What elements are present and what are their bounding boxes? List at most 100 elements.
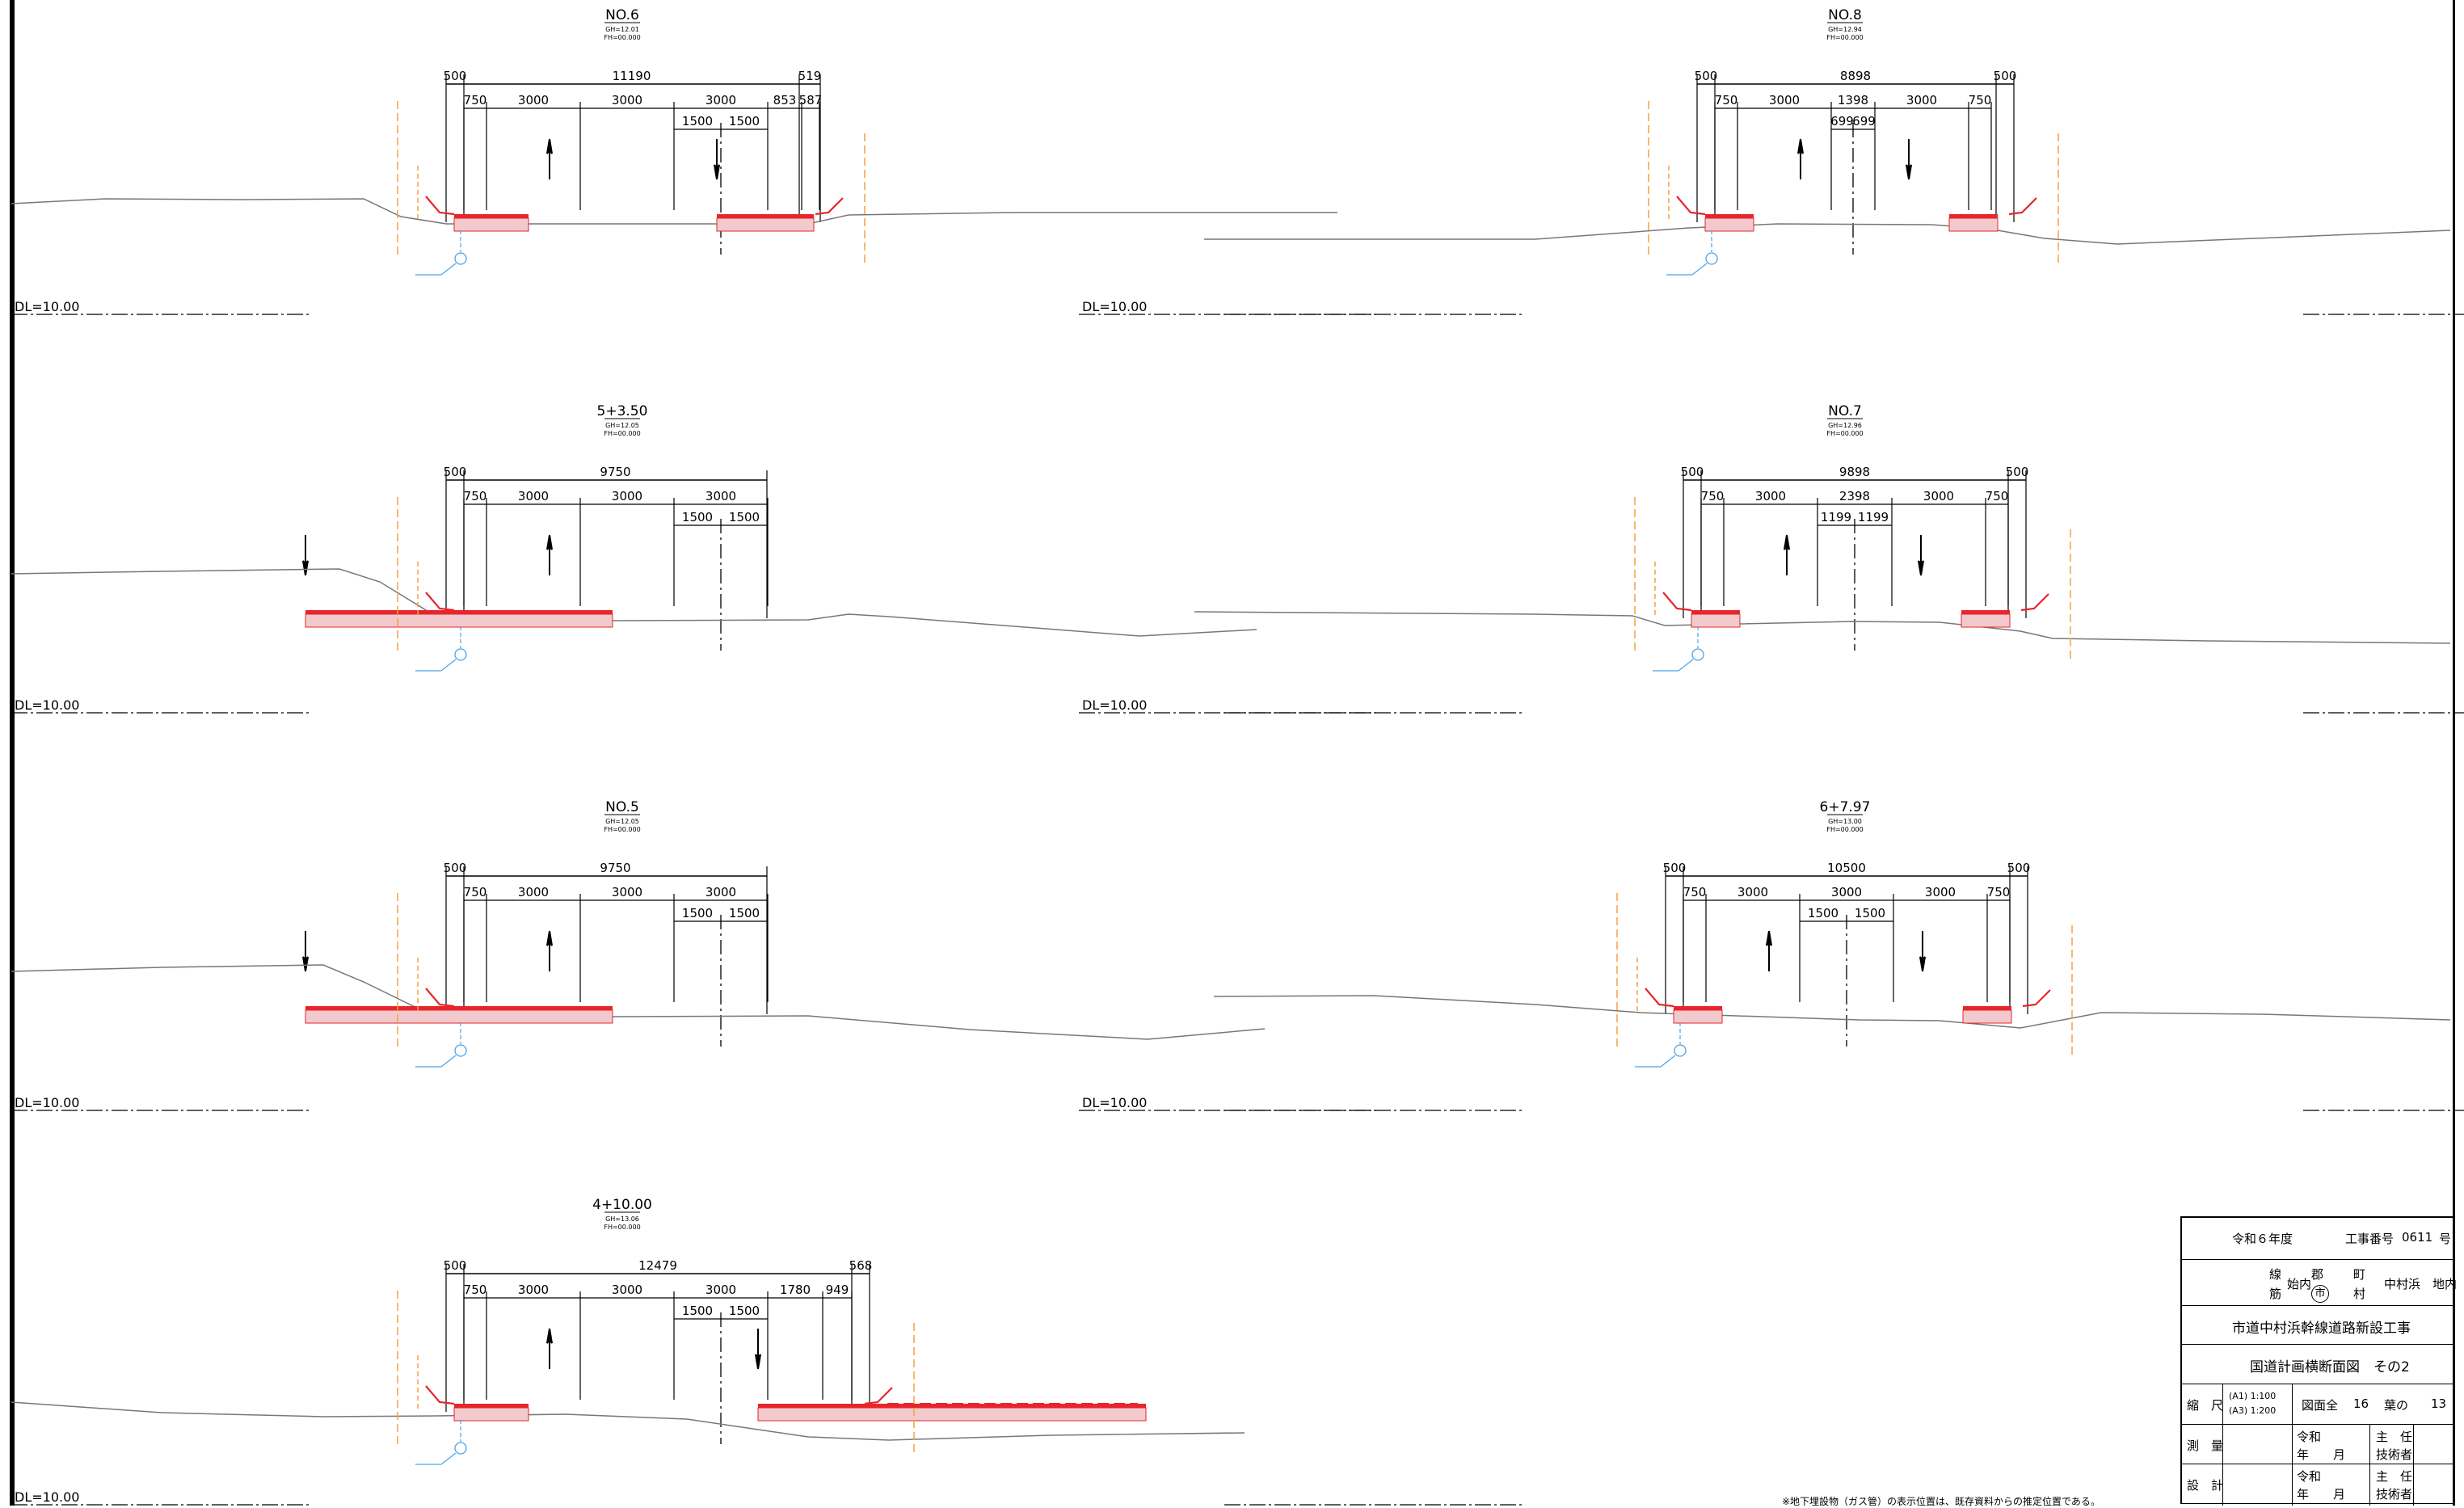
base-course-right	[305, 1009, 613, 1024]
pavement-left	[1705, 214, 1754, 218]
dimension-top: 500	[1663, 861, 1687, 875]
station-label: NO.7	[1828, 403, 1862, 419]
sheet-no: 13	[2431, 1396, 2447, 1411]
pavement-right	[305, 1006, 613, 1010]
gas-pipe-symbol	[1674, 1044, 1687, 1057]
station-label: NO.8	[1828, 7, 1862, 23]
existing-ground-line	[11, 568, 1257, 637]
datum-label: DL=10.00	[1082, 299, 1147, 314]
dimension-mid: 3000	[1925, 885, 1956, 899]
lane-arrow-down	[1919, 931, 1926, 972]
lane-arrow-up	[546, 930, 553, 971]
gas-pipe-symbol	[1691, 648, 1704, 661]
dimension-mid: 750	[1683, 885, 1707, 899]
county: 郡	[2311, 1267, 2324, 1282]
lane-arrow-up	[1797, 138, 1804, 179]
title-row-drawing: 国道計画横断面図 その2	[2182, 1345, 2453, 1384]
survey-chief-2: 技術者	[2376, 1447, 2413, 1462]
dimension-top: 9750	[600, 861, 630, 875]
dimension-mid: 3000	[612, 1283, 642, 1297]
sheet-right-border	[2453, 0, 2455, 1506]
dimension-low: 1199	[1821, 510, 1851, 524]
ground-height-label: GH=12.01	[605, 26, 639, 33]
dimension-mid: 750	[464, 885, 487, 899]
dimension-top: 500	[444, 465, 467, 479]
dimension-mid: 750	[1715, 93, 1738, 107]
lane-arrow-up	[546, 534, 553, 575]
gas-pipe-leader	[440, 659, 457, 672]
town: 町	[2353, 1267, 2366, 1282]
survey-chief-1: 主 任	[2376, 1430, 2413, 1444]
datum-label: DL=10.00	[15, 697, 79, 713]
dimension-top: 500	[444, 69, 467, 83]
existing-ground-line	[11, 1401, 1245, 1441]
dimension-mid: 750	[1986, 489, 2009, 503]
pavement-right	[305, 610, 613, 614]
formation-height-label: FH=00.000	[604, 826, 640, 833]
base-course-right	[757, 1407, 1147, 1422]
ground-height-label: GH=12.05	[605, 422, 639, 429]
dimension-mid: 750	[1987, 885, 2011, 899]
existing-ground-line	[1213, 995, 2451, 1029]
dimension-mid: 1780	[780, 1283, 811, 1297]
gas-pipe-symbol	[454, 648, 467, 661]
lane-arrow-up	[1784, 534, 1790, 575]
station-label: NO.5	[605, 799, 639, 815]
existing-ground-line	[1204, 223, 2451, 245]
dimension-low: 1500	[729, 1304, 760, 1318]
dimension-mid: 3000	[706, 93, 736, 107]
dimension-top: 500	[1994, 69, 2017, 83]
route-label-2: 筋	[2269, 1287, 2282, 1301]
dimension-top: 11190	[613, 69, 651, 83]
dimension-mid: 3000	[1755, 489, 1786, 503]
slope-left	[425, 592, 455, 612]
scale-a3: (A3) 1:200	[2229, 1405, 2277, 1416]
existing-ground-line	[11, 198, 1337, 225]
dimension-low: 1500	[729, 906, 760, 920]
total-sheets: 16	[2353, 1396, 2369, 1411]
dimension-mid: 3000	[1923, 489, 1954, 503]
design-chief-1: 主 任	[2376, 1469, 2413, 1484]
dimension-low: 1500	[682, 1304, 713, 1318]
dimension-mid: 3000	[518, 93, 549, 107]
dimension-low: 1500	[682, 114, 713, 128]
slope-right	[864, 1387, 893, 1405]
formation-height-label: FH=00.000	[604, 34, 640, 41]
pavement-left	[454, 1404, 529, 1408]
dimension-mid: 3000	[612, 885, 642, 899]
dimension-low: 1500	[682, 510, 713, 524]
gas-pipe-symbol	[1705, 252, 1718, 265]
scale-a1: (A1) 1:100	[2229, 1391, 2277, 1401]
base-course-right	[1961, 613, 2011, 628]
dimension-low: 1500	[729, 510, 760, 524]
title-row-year: 令和６年度 工事番号 0611 号	[2182, 1218, 2453, 1260]
datum-label: DL=10.00	[1082, 697, 1147, 713]
pavement-right	[1963, 1006, 2011, 1010]
base-course-left	[1704, 217, 1754, 232]
dimension-top: 568	[849, 1258, 873, 1273]
base-course-left	[453, 217, 529, 232]
dimension-mid: 750	[464, 489, 487, 503]
sheet-left-border	[10, 0, 15, 1506]
pavement-left	[1674, 1006, 1722, 1010]
lane-arrow-up	[1766, 930, 1772, 971]
slope-right	[2008, 197, 2037, 216]
survey-era: 令和	[2297, 1430, 2322, 1444]
survey-label: 測 量	[2187, 1438, 2224, 1453]
work-no: 0611	[2402, 1230, 2433, 1245]
lane-arrow-down	[302, 535, 309, 576]
dimension-low: 1199	[1858, 510, 1889, 524]
title-row-project: 市道中村浜幹線道路新設工事	[2182, 1306, 2453, 1345]
title-row-location: 線 筋 始内 郡 市 町 村 中村浜 地内	[2182, 1260, 2457, 1306]
dimension-mid: 1398	[1838, 93, 1868, 107]
station-label: 4+10.00	[592, 1197, 652, 1213]
design-label: 設 計	[2187, 1478, 2224, 1493]
dimension-top: 500	[444, 861, 467, 875]
lane-arrow-up	[546, 1328, 553, 1369]
gas-pipe-leader	[1691, 263, 1708, 276]
title-rule	[2222, 1384, 2223, 1506]
design-year-month: 年 月	[2297, 1487, 2346, 1502]
